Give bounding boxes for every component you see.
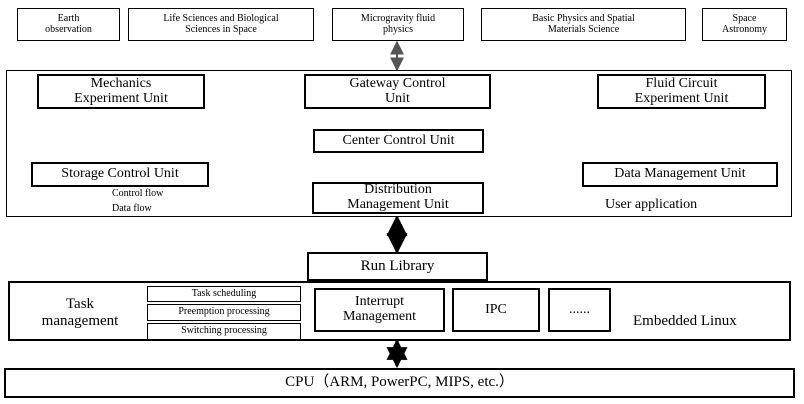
run-library-box: Run Library — [307, 252, 488, 281]
subtask-label: Switching processing — [181, 325, 267, 337]
task-scheduling-box: Task scheduling — [147, 286, 301, 302]
unit-label: Center Control Unit — [342, 132, 455, 148]
interrupt-management-box: Interrupt Management — [314, 288, 445, 332]
fluid-circuit-experiment-unit: Fluid Circuit Experiment Unit — [597, 74, 766, 109]
unit-label: Gateway Control Unit — [349, 75, 446, 106]
legend-data-flow-label: Data flow — [112, 203, 152, 214]
legend-control-flow-label: Control flow — [112, 188, 164, 199]
storage-control-unit: Storage Control Unit — [31, 162, 209, 187]
cpu-label: CPU（ARM, PowerPC, MIPS, etc.） — [285, 374, 514, 391]
subtask-label: Task scheduling — [191, 287, 257, 299]
more-components-box: ...... — [548, 288, 611, 332]
app-earth-observation: Earth observation — [17, 8, 120, 41]
interrupt-label: Interrupt Management — [342, 294, 417, 324]
ipc-box: IPC — [452, 288, 540, 332]
task-management-label: Task management — [41, 296, 119, 329]
app-label: Microgravity fluid physics — [360, 13, 436, 35]
mechanics-experiment-unit: Mechanics Experiment Unit — [37, 74, 205, 109]
app-label: Life Sciences and Biological Sciences in… — [163, 13, 279, 35]
unit-label: Distribution Management Unit — [347, 182, 449, 212]
unit-label: Storage Control Unit — [61, 166, 179, 182]
cpu-box: CPU（ARM, PowerPC, MIPS, etc.） — [4, 368, 795, 398]
app-basic-physics: Basic Physics and Spatial Materials Scie… — [481, 8, 686, 41]
app-label: Earth observation — [45, 13, 92, 35]
unit-label: Fluid Circuit Experiment Unit — [634, 75, 729, 106]
center-control-unit: Center Control Unit — [313, 129, 484, 153]
ipc-label: IPC — [485, 301, 507, 317]
unit-label: Data Management Unit — [614, 166, 746, 182]
embedded-linux-label: Embedded Linux — [633, 313, 737, 329]
app-space-astronomy: Space Astronomy — [702, 8, 787, 41]
app-label: Space Astronomy — [722, 13, 767, 35]
app-label: Basic Physics and Spatial Materials Scie… — [532, 13, 635, 35]
user-application-label: User application — [605, 197, 698, 212]
gateway-control-unit: Gateway Control Unit — [304, 74, 491, 109]
unit-label: Mechanics Experiment Unit — [74, 75, 168, 106]
subtask-label: Preemption processing — [178, 306, 270, 318]
app-life-sciences: Life Sciences and Biological Sciences in… — [128, 8, 314, 41]
preemption-processing-box: Preemption processing — [147, 304, 301, 321]
app-microgravity-fluid-physics: Microgravity fluid physics — [332, 8, 464, 41]
distribution-management-unit: Distribution Management Unit — [312, 182, 484, 214]
run-library-label: Run Library — [360, 257, 435, 274]
data-management-unit: Data Management Unit — [582, 162, 778, 187]
ellipsis-label: ...... — [569, 301, 590, 317]
switching-processing-box: Switching processing — [147, 323, 301, 340]
